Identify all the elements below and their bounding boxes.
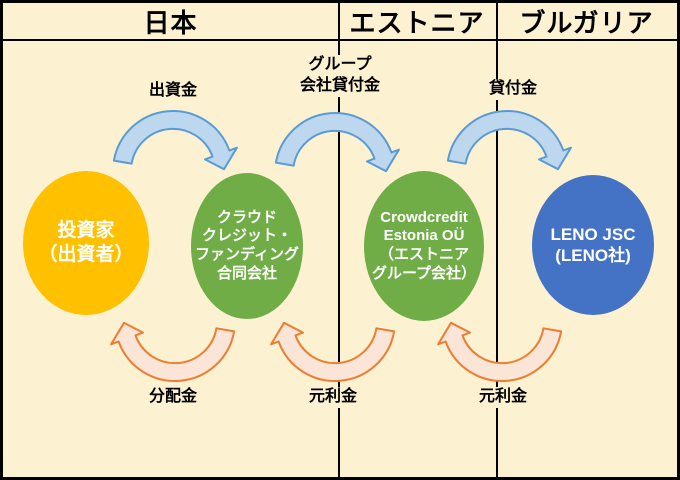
entity-label-line: （出資者）	[38, 244, 134, 265]
region-label-japan: 日本	[143, 7, 198, 38]
entity-crowdcredit-estonia: Crowdcredit Estonia OÜ （エストニア グループ会社）	[364, 171, 484, 321]
entity-investor: 投資家 （出資者）	[23, 171, 149, 315]
region-label-bulgaria: ブルガリア	[519, 7, 654, 38]
entity-label-line: Crowdcredit	[380, 208, 468, 226]
entity-label-line: LENO JSC	[550, 224, 636, 244]
entity-label-line: 合同会社	[216, 264, 277, 282]
header-divider	[3, 39, 677, 41]
flow-label-line: 貸付金	[488, 80, 537, 97]
flow-label-line: 出資金	[148, 82, 197, 99]
flow-label-line: 分配金	[148, 388, 197, 405]
flow-label-principal-interest-1: 元利金	[273, 387, 393, 408]
flow-label-line: グループ	[308, 56, 372, 73]
arrow-principal-interest-2	[437, 321, 563, 382]
flow-label-group-loan: グループ 会社貸付金	[278, 55, 402, 97]
region-label-estonia: エストニア	[349, 7, 485, 38]
flow-label-line: 元利金	[478, 388, 527, 405]
entity-leno-jsc: LENO JSC (LENO社)	[532, 175, 654, 315]
entity-crowdcredit-funding: クラウド クレジット・ ファンディング 合同会社	[191, 173, 303, 319]
entity-label-line: クラウド	[216, 208, 277, 226]
entity-label-line: グループ会社）	[371, 264, 477, 282]
arrow-loan	[446, 110, 572, 171]
flow-label-principal-interest-2: 元利金	[443, 387, 563, 408]
entity-label-line: （エストニア	[378, 246, 469, 263]
flow-label-line: 元利金	[308, 388, 357, 405]
flow-label-investment: 出資金	[113, 81, 233, 102]
arrow-distribution	[110, 321, 236, 382]
entity-label-line: 投資家	[57, 220, 115, 242]
entity-label-line: Estonia OÜ	[383, 227, 465, 245]
arrow-principal-interest-1	[270, 321, 396, 382]
divider-japan-estonia	[338, 3, 340, 477]
entity-label-line: (LENO社)	[555, 246, 631, 265]
divider-estonia-bulgaria	[496, 3, 498, 477]
entity-label-line: クレジット・	[201, 227, 292, 245]
entity-label-line: ファンディング	[195, 246, 299, 263]
flow-label-distribution: 分配金	[113, 387, 233, 408]
arrow-investment	[112, 110, 238, 171]
flow-label-loan: 貸付金	[453, 79, 573, 100]
flow-label-line: 会社貸付金	[299, 76, 380, 94]
